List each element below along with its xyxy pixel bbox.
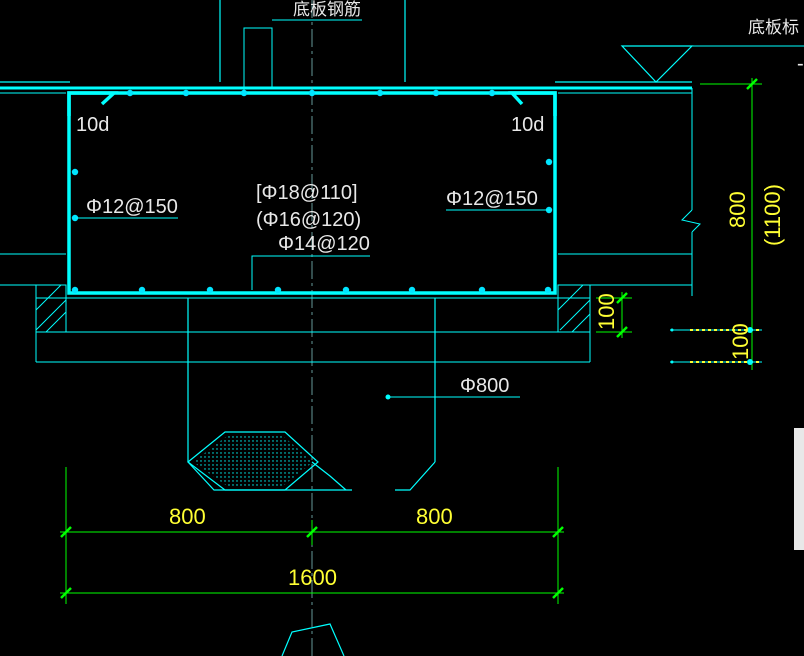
slab-elevation-symbol [620,45,804,83]
dim-cushion-right: 100 [728,323,753,360]
rebar-dot [126,89,134,97]
dim-right-half: 800 [416,504,453,529]
blinding-layer [35,298,591,363]
dim-cushion: 100 [594,293,619,330]
rebar-dot [478,286,486,294]
rebar-dot [138,286,146,294]
dim-total-width: 1600 [288,565,337,590]
rebar-dot [545,158,553,166]
slab-elevation-label: 底板标 [748,18,799,38]
pile-tip-hatch [187,431,319,491]
slab-rebar-leader [243,19,362,92]
slab-strip [0,81,692,94]
pile-cap-outline [0,88,701,299]
top-right-hook-label: 10d [511,114,544,136]
rebar-dot [274,286,282,294]
lower-pile-tip [281,623,345,656]
bottom-bar-label: Φ14@120 [278,233,370,255]
rebar-leaders [76,209,550,400]
rebar-dot [408,286,416,294]
right-side-bar-label: Φ12@150 [446,188,538,210]
rebar-dot [342,286,350,294]
vertical-dimensions [596,78,762,344]
dim-left-half: 800 [169,504,206,529]
pile-diameter-label: Φ800 [460,375,509,397]
rebar-dot [376,89,384,97]
rebar-dot [182,89,190,97]
rebar-dot [71,168,79,176]
dim-cap-depth: 800 [725,191,750,228]
rebar-dot [432,89,440,97]
rebar-dot [544,286,552,294]
right-detail-marker [670,324,762,370]
rebar-dot [71,286,79,294]
right-scrollbar[interactable] [794,428,804,550]
rebar-dots [71,89,553,294]
rebar-dot [308,89,316,97]
main-bar-label-2: (Φ16@120) [256,209,361,231]
left-side-bar-label: Φ12@150 [86,196,178,218]
elevation-tick: - [797,53,804,75]
dim-cap-depth-alt: (1100) [760,184,785,246]
horizontal-dimensions [60,467,564,604]
rebar-dot [240,89,248,97]
rebar-dot [206,286,214,294]
top-left-hook-label: 10d [76,114,109,136]
wall-above-cap [219,0,406,656]
pile-body [187,298,436,491]
main-bar-label-1: [Φ18@110] [256,182,358,204]
rebar-dot [71,214,79,222]
rebar-dot [488,89,496,97]
slab-rebar-label: 底板钢筋 [293,0,361,20]
